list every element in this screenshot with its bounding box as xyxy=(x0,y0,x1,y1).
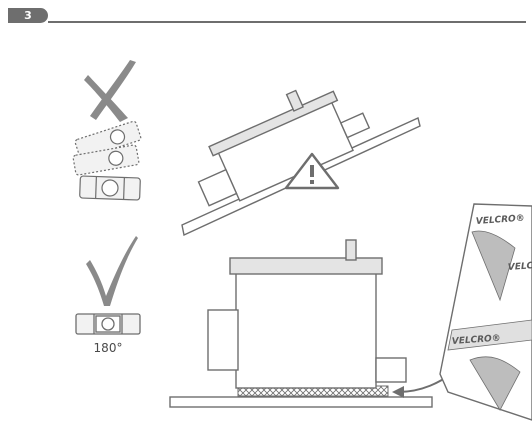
velcro-pack: VELCRO® VELCR VELCRO® xyxy=(439,203,532,421)
velcro-brand-top: VELCRO® xyxy=(476,214,526,227)
velcro-brand-bottom: VELCRO® xyxy=(452,334,502,347)
flat-surface xyxy=(169,396,433,408)
tilted-device xyxy=(197,89,371,207)
header-rule xyxy=(48,21,526,23)
cross-icon xyxy=(84,60,136,122)
level-gauge-icon xyxy=(75,313,141,335)
angle-label: 180° xyxy=(93,341,123,355)
flat-device xyxy=(207,239,407,389)
warning-triangle-icon xyxy=(284,152,340,190)
velcro-brand-mid: VELCR xyxy=(508,261,532,273)
tilted-levels-icon xyxy=(72,120,142,201)
check-icon xyxy=(86,236,138,306)
step-number-badge: 3 xyxy=(8,8,48,23)
